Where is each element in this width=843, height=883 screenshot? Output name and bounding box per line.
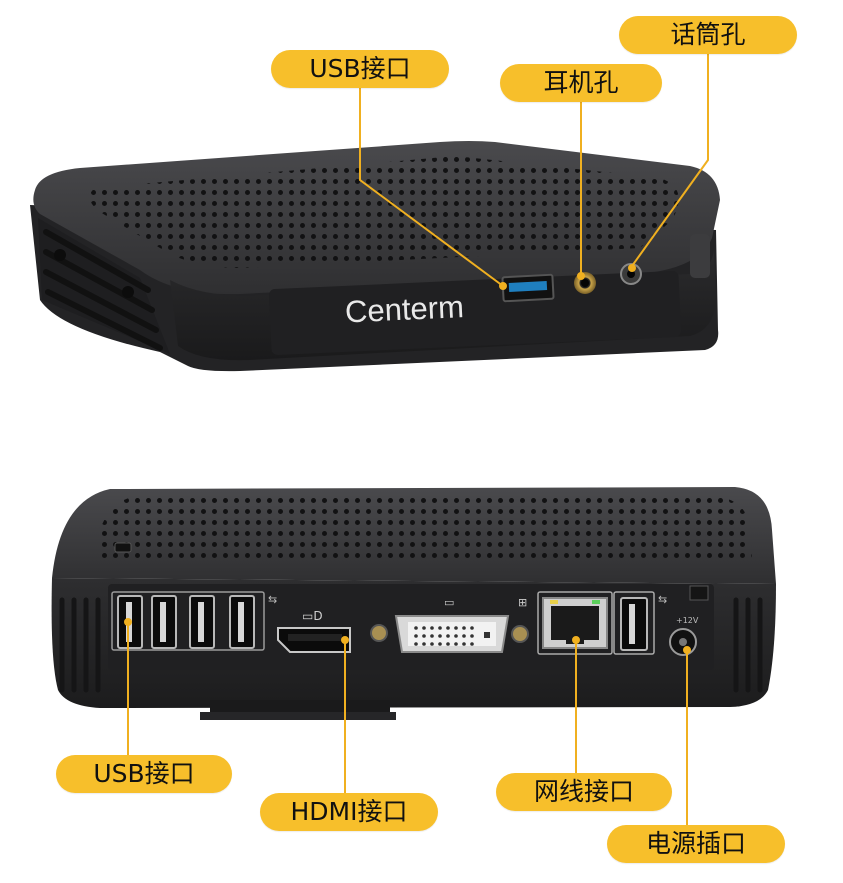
thin-client-rear-view: ⇆ ▭D ▭ ⊞ bbox=[51, 487, 777, 720]
thin-client-front-view: Centerm bbox=[30, 141, 721, 372]
leader-lines bbox=[124, 54, 709, 825]
svg-text:▭: ▭ bbox=[444, 596, 454, 609]
rear-usb-port-right: ⇆ bbox=[613, 591, 667, 655]
power-jack: +12V bbox=[669, 585, 709, 656]
rear-usb-ports: ⇆ bbox=[111, 591, 277, 651]
microphone-jack bbox=[620, 263, 642, 285]
power-voltage-mark: +12V bbox=[676, 616, 699, 625]
svg-text:⊞: ⊞ bbox=[518, 596, 527, 609]
callout-usb-port-bottom: USB接口 bbox=[56, 755, 232, 793]
dvi-port: ▭ bbox=[394, 596, 510, 653]
callout-usb-port-top: USB接口 bbox=[271, 50, 449, 88]
callout-hdmi-port: HDMI接口 bbox=[260, 793, 438, 831]
svg-text:⇆: ⇆ bbox=[658, 593, 667, 606]
hdmi-port: ▭D bbox=[277, 609, 351, 653]
power-button bbox=[690, 234, 710, 278]
svg-text:▭D: ▭D bbox=[302, 609, 323, 623]
callout-earphone-jack: 耳机孔 bbox=[500, 64, 662, 102]
callout-power-jack: 电源插口 bbox=[607, 825, 785, 863]
callout-microphone-jack: 话筒孔 bbox=[619, 16, 797, 54]
svg-text:⇆: ⇆ bbox=[268, 593, 277, 606]
callout-ethernet-port: 网线接口 bbox=[496, 773, 672, 811]
front-usb-port bbox=[501, 273, 555, 303]
brand-logo: Centerm bbox=[344, 289, 464, 329]
